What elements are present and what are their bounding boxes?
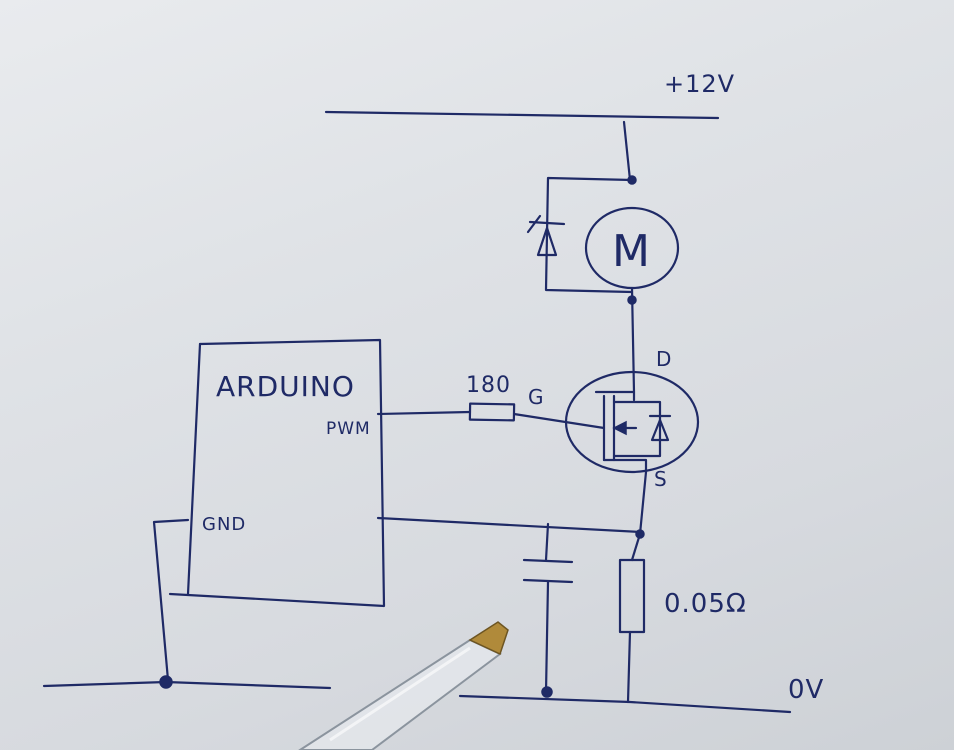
shunt-resistor — [618, 558, 646, 634]
arduino-gnd-wire — [152, 518, 190, 682]
arduino-board — [168, 338, 386, 608]
diode-branch-wire — [544, 176, 634, 294]
source-label: S — [654, 467, 668, 491]
resistor-to-gate-wire — [512, 412, 606, 430]
gate-resistor-label: 180 — [466, 373, 511, 398]
supply-rail — [324, 110, 720, 120]
motor-bottom-wire — [630, 286, 636, 394]
ground-rail — [42, 680, 792, 714]
supply-label: +12V — [664, 70, 735, 98]
mosfet — [564, 370, 700, 474]
gate-resistor — [468, 402, 516, 422]
motor-label: M — [612, 226, 651, 277]
shunt-bottom-wire — [626, 630, 632, 704]
ground-label: 0V — [788, 675, 824, 705]
shunt-top-wire — [630, 532, 642, 562]
flyback-diode — [526, 214, 566, 257]
sense-wire — [376, 516, 642, 534]
shunt-label: 0.05Ω — [664, 589, 747, 619]
source-wire — [638, 470, 648, 536]
rail-to-motor-wire — [622, 120, 632, 182]
motor: M — [584, 206, 680, 290]
gnd-pin-label: GND — [202, 514, 246, 535]
pwm-to-resistor-wire — [376, 410, 472, 416]
pwm-pin-label: PWM — [326, 419, 371, 439]
arduino-label: ARDUINO — [216, 370, 355, 403]
motor-bottom-junction — [627, 295, 637, 305]
filter-capacitor — [522, 522, 574, 694]
drain-label: D — [656, 347, 672, 371]
capacitor-ground-junction — [541, 686, 553, 698]
pen-object — [298, 621, 509, 750]
gate-label: G — [528, 385, 545, 409]
